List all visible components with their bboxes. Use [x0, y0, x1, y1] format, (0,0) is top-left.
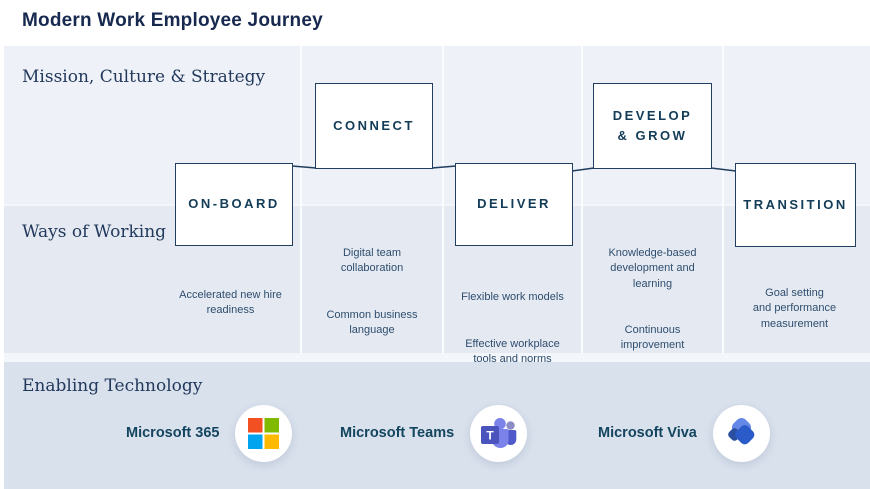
stage-box-connect: CONNECT — [315, 83, 433, 169]
row-label-mission-culture-strategy: Mission, Culture & Strategy — [22, 67, 266, 87]
tech-microsoft-365: Microsoft 365 — [126, 404, 293, 462]
description-text: Flexible work models — [461, 291, 564, 304]
band-separator — [4, 353, 870, 362]
microsoft-365-icon — [235, 404, 293, 462]
stage-box-transition: TRANSITION — [735, 163, 856, 247]
row-label-enabling-technology: Enabling Technology — [22, 376, 203, 396]
description-text: Accelerated new hire readiness — [179, 289, 282, 317]
stage-descriptions-connect: Digital team collaboration Common busine… — [301, 231, 443, 369]
stage-descriptions-on-board: Accelerated new hire readiness — [160, 273, 301, 350]
stage-box-on-board: ON-BOARD — [175, 163, 293, 246]
stage-box-develop-grow: DEVELOP & GROW — [593, 83, 712, 169]
stage-descriptions-develop-grow: Knowledge-based development and learning… — [582, 231, 723, 384]
row-label-ways-of-working: Ways of Working — [22, 222, 167, 242]
description-text: Effective workplace tools and norms — [465, 337, 560, 365]
description-text: Common business language — [326, 308, 418, 336]
description-text: Knowledge-based development and learning — [608, 247, 697, 290]
page-title: Modern Work Employee Journey — [22, 10, 323, 31]
microsoft-viva-icon — [712, 404, 770, 462]
tech-label-microsoft-teams: Microsoft Teams — [340, 425, 455, 441]
stage-descriptions-transition: Goal setting and performance measurement — [723, 271, 866, 363]
band-ways-of-working — [4, 206, 870, 353]
description-text: Continuous improvement — [620, 323, 685, 352]
column-divider — [722, 46, 724, 353]
description-text: Digital team collaboration — [340, 247, 404, 275]
tech-label-microsoft-365: Microsoft 365 — [126, 425, 220, 441]
description-text: Goal setting and performance measurement — [752, 287, 837, 330]
svg-text:T: T — [486, 428, 494, 442]
band-mission-culture-strategy — [4, 46, 870, 204]
tech-microsoft-teams: Microsoft Teams T — [340, 404, 528, 462]
stage-descriptions-deliver: Flexible work models Effective workplace… — [443, 275, 582, 398]
band-separator — [4, 204, 870, 206]
tech-label-microsoft-viva: Microsoft Viva — [598, 425, 697, 441]
column-divider — [442, 46, 444, 353]
stage-box-deliver: DELIVER — [455, 163, 573, 246]
microsoft-teams-icon: T — [470, 404, 528, 462]
tech-microsoft-viva: Microsoft Viva — [598, 404, 770, 462]
column-divider — [581, 46, 583, 353]
column-divider — [300, 46, 302, 353]
